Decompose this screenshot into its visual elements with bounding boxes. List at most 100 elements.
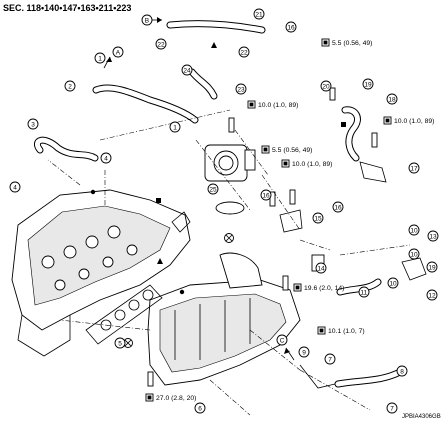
callout-5: 5 bbox=[114, 337, 126, 349]
callout-13: 13 bbox=[427, 230, 439, 242]
svg-text:1: 1 bbox=[98, 55, 102, 62]
svg-text:14: 14 bbox=[317, 265, 325, 272]
callout-8: 8 bbox=[396, 365, 408, 377]
svg-text:19: 19 bbox=[364, 81, 372, 88]
callout-16: 16 bbox=[260, 189, 272, 201]
svg-text:16: 16 bbox=[287, 24, 295, 31]
svg-text:10: 10 bbox=[410, 251, 418, 258]
callout-1: 1 bbox=[94, 52, 106, 64]
torque-t7: 10.1 (1.0, 7) bbox=[317, 326, 365, 335]
svg-text:B: B bbox=[145, 18, 149, 25]
svg-text:4: 4 bbox=[13, 184, 17, 191]
torque-t6: 19.6 (2.0, 14) bbox=[293, 283, 344, 292]
hose-2 bbox=[92, 84, 199, 124]
torque-t1: 5.5 (0.56, 49) bbox=[321, 38, 372, 47]
callout-20: 20 bbox=[320, 80, 332, 92]
letter-ref-b: B bbox=[141, 14, 153, 26]
callout-9: 9 bbox=[298, 346, 310, 358]
callout-4: 4 bbox=[9, 181, 21, 193]
svg-text:22: 22 bbox=[240, 49, 248, 56]
svg-text:10.1 (1.0, 7): 10.1 (1.0, 7) bbox=[328, 328, 365, 335]
svg-text:10: 10 bbox=[410, 227, 418, 234]
torque-t8: 27.0 (2.8, 20) bbox=[145, 393, 196, 402]
callout-4: 4 bbox=[100, 152, 112, 164]
svg-text:17: 17 bbox=[410, 165, 418, 172]
svg-text:16: 16 bbox=[334, 204, 342, 211]
svg-text:27.0 (2.8, 20): 27.0 (2.8, 20) bbox=[156, 395, 196, 402]
callout-16: 16 bbox=[332, 201, 344, 213]
guide-lines bbox=[47, 109, 411, 416]
ref-arrows bbox=[103, 17, 295, 361]
svg-text:15: 15 bbox=[314, 215, 322, 222]
callout-2: 2 bbox=[64, 80, 76, 92]
svg-text:10.0 (1.0, 89): 10.0 (1.0, 89) bbox=[258, 102, 298, 109]
letter-ref-a: A bbox=[112, 46, 124, 58]
callout-16: 16 bbox=[285, 21, 297, 33]
callout-25: 25 bbox=[207, 183, 219, 195]
svg-text:3: 3 bbox=[31, 121, 35, 128]
bolt-group bbox=[147, 87, 378, 387]
svg-text:C: C bbox=[280, 338, 285, 345]
svg-text:5.5 (0.56, 49): 5.5 (0.56, 49) bbox=[332, 40, 372, 47]
callout-10: 10 bbox=[408, 248, 420, 260]
figure-code: JPBIA4306GB bbox=[402, 414, 441, 420]
torque-layer: 5.5 (0.56, 49) 10.0 (1.0, 89) 10.0 (1.0, 8… bbox=[145, 38, 434, 402]
svg-text:5: 5 bbox=[118, 340, 122, 347]
svg-text:9: 9 bbox=[302, 349, 306, 356]
torque-t4: 5.5 (0.56, 49) bbox=[261, 145, 312, 154]
svg-text:2: 2 bbox=[68, 83, 72, 90]
svg-text:22: 22 bbox=[157, 41, 165, 48]
svg-text:16: 16 bbox=[262, 192, 270, 199]
callout-19: 19 bbox=[426, 261, 438, 273]
svg-text:10: 10 bbox=[389, 280, 397, 287]
svg-text:19: 19 bbox=[428, 264, 436, 271]
callout-1: 1 bbox=[169, 121, 181, 133]
manifold-gasket bbox=[85, 284, 163, 345]
throttle-body bbox=[204, 144, 256, 182]
svg-text:18: 18 bbox=[388, 96, 396, 103]
torque-t3: 10.0 (1.0, 89) bbox=[383, 116, 434, 125]
svg-text:A: A bbox=[116, 50, 121, 57]
hose-18 bbox=[341, 106, 361, 162]
hose-8 bbox=[334, 368, 404, 388]
svg-text:10.0 (1.0, 89): 10.0 (1.0, 89) bbox=[292, 161, 332, 168]
cylinder-head bbox=[11, 189, 191, 357]
throttle-gasket bbox=[215, 201, 245, 215]
callout-14: 14 bbox=[315, 262, 327, 274]
svg-text:19.6 (2.0, 14): 19.6 (2.0, 14) bbox=[304, 285, 344, 292]
svg-text:20: 20 bbox=[322, 83, 330, 90]
callout-21: 21 bbox=[253, 8, 265, 20]
svg-text:4: 4 bbox=[104, 155, 108, 162]
svg-text:25: 25 bbox=[209, 186, 217, 193]
callout-17: 17 bbox=[408, 162, 420, 174]
hose-24 bbox=[188, 68, 218, 100]
svg-text:6: 6 bbox=[198, 405, 202, 412]
torque-t5: 10.0 (1.0, 89) bbox=[281, 159, 332, 168]
hose-9-line bbox=[299, 364, 336, 389]
intake-manifold bbox=[147, 252, 301, 386]
hose-3 bbox=[34, 136, 99, 162]
svg-text:10.0 (1.0, 89): 10.0 (1.0, 89) bbox=[394, 118, 434, 125]
svg-text:13: 13 bbox=[429, 233, 437, 240]
svg-text:12: 12 bbox=[428, 292, 436, 299]
callout-22: 22 bbox=[155, 38, 167, 50]
callout-12: 12 bbox=[426, 289, 438, 301]
bracket-17 bbox=[359, 161, 387, 183]
callout-7: 7 bbox=[386, 402, 398, 414]
fitting bbox=[171, 211, 191, 233]
no-reuse-symbols bbox=[123, 233, 234, 348]
svg-text:11: 11 bbox=[360, 289, 367, 296]
callout-11: 11 bbox=[358, 286, 370, 298]
svg-text:24: 24 bbox=[183, 67, 191, 74]
callout-6: 6 bbox=[194, 402, 206, 414]
svg-text:8: 8 bbox=[400, 368, 404, 375]
hose-21 bbox=[166, 20, 266, 34]
callout-18: 18 bbox=[386, 93, 398, 105]
svg-text:23: 23 bbox=[237, 86, 245, 93]
section-header: SEC. 118•140•147•163•211•223 bbox=[3, 3, 131, 13]
callout-24: 24 bbox=[181, 64, 193, 76]
callout-3: 3 bbox=[27, 118, 39, 130]
